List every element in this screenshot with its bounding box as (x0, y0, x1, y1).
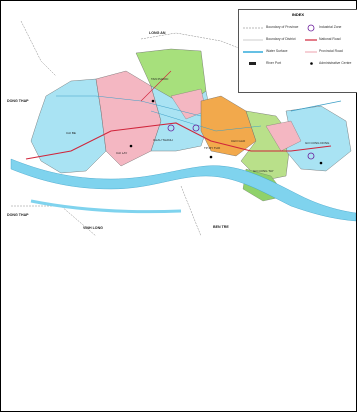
industrial-zone-marker (307, 152, 315, 160)
label-cai-lay: CAI LAY (116, 151, 128, 155)
label-go-cong-tay: GO CONG TAY (253, 169, 274, 173)
national-road (25, 122, 332, 160)
legend-item: Boundary of Province (266, 25, 299, 29)
label-cho-gao: CHO GAO (231, 139, 246, 143)
label-ben-tre: BEN TRE (213, 225, 229, 229)
label-my-tho: TP MY THO (204, 146, 221, 150)
canal (150, 110, 262, 132)
canal (290, 100, 342, 112)
legend-item: National Road (319, 37, 341, 41)
national-road-symbol (305, 39, 317, 41)
industrial-zone-marker (192, 124, 200, 132)
boundary-district-symbol (243, 39, 263, 41)
province-map (10, 20, 356, 237)
legend-title: INDEX (291, 12, 305, 17)
water-surface-symbol (243, 51, 263, 53)
district-cai-be (30, 78, 107, 174)
label-go-cong-dong: GO CONG DONG (305, 141, 330, 145)
legend-item: Provincial Road (319, 49, 343, 53)
provincial-road (140, 70, 172, 102)
label-tan-phuoc: TAN PHUOC (151, 77, 169, 81)
district-patch-east (265, 120, 302, 152)
label-vinh-long: VINH LONG (83, 226, 103, 230)
legend-item: Industrial Zone (319, 25, 342, 29)
river-port-symbol (249, 62, 256, 65)
legend-item: Boundary of District (266, 37, 296, 41)
boundary-province-symbol (243, 27, 263, 29)
label-chau-thanh: CHAU THANH (153, 138, 173, 142)
province-boundary-line (20, 20, 57, 77)
label-cai-be: CAI BE (66, 131, 76, 135)
industrial-zone-marker (167, 124, 175, 132)
admin-centre (151, 99, 155, 103)
province-boundary-line (180, 185, 202, 237)
canal (56, 95, 202, 117)
province-boundary-line (140, 32, 247, 52)
tien-river (10, 158, 356, 222)
admin-centre-symbol (310, 62, 313, 65)
south-waterway (30, 199, 182, 214)
label-dong-thap-sw: DONG THAP (7, 213, 29, 217)
district-cho-gao (200, 95, 257, 157)
admin-centre (319, 161, 323, 165)
province-boundary-line (11, 205, 97, 237)
admin-centre (209, 155, 213, 159)
industrial-zone-symbol (307, 24, 315, 32)
admin-centre (129, 144, 133, 148)
provincial-road-symbol (305, 51, 317, 53)
label-dong-thap-west: DONG THAP (7, 99, 29, 103)
legend-item: Administrative Centre (319, 61, 352, 65)
map-legend: INDEX Boundary of Province Boundary of D… (238, 9, 357, 93)
legend-item: River Port (266, 61, 282, 65)
label-long-an: LONG AN (149, 31, 166, 35)
legend-item: Water Surface (266, 49, 288, 53)
